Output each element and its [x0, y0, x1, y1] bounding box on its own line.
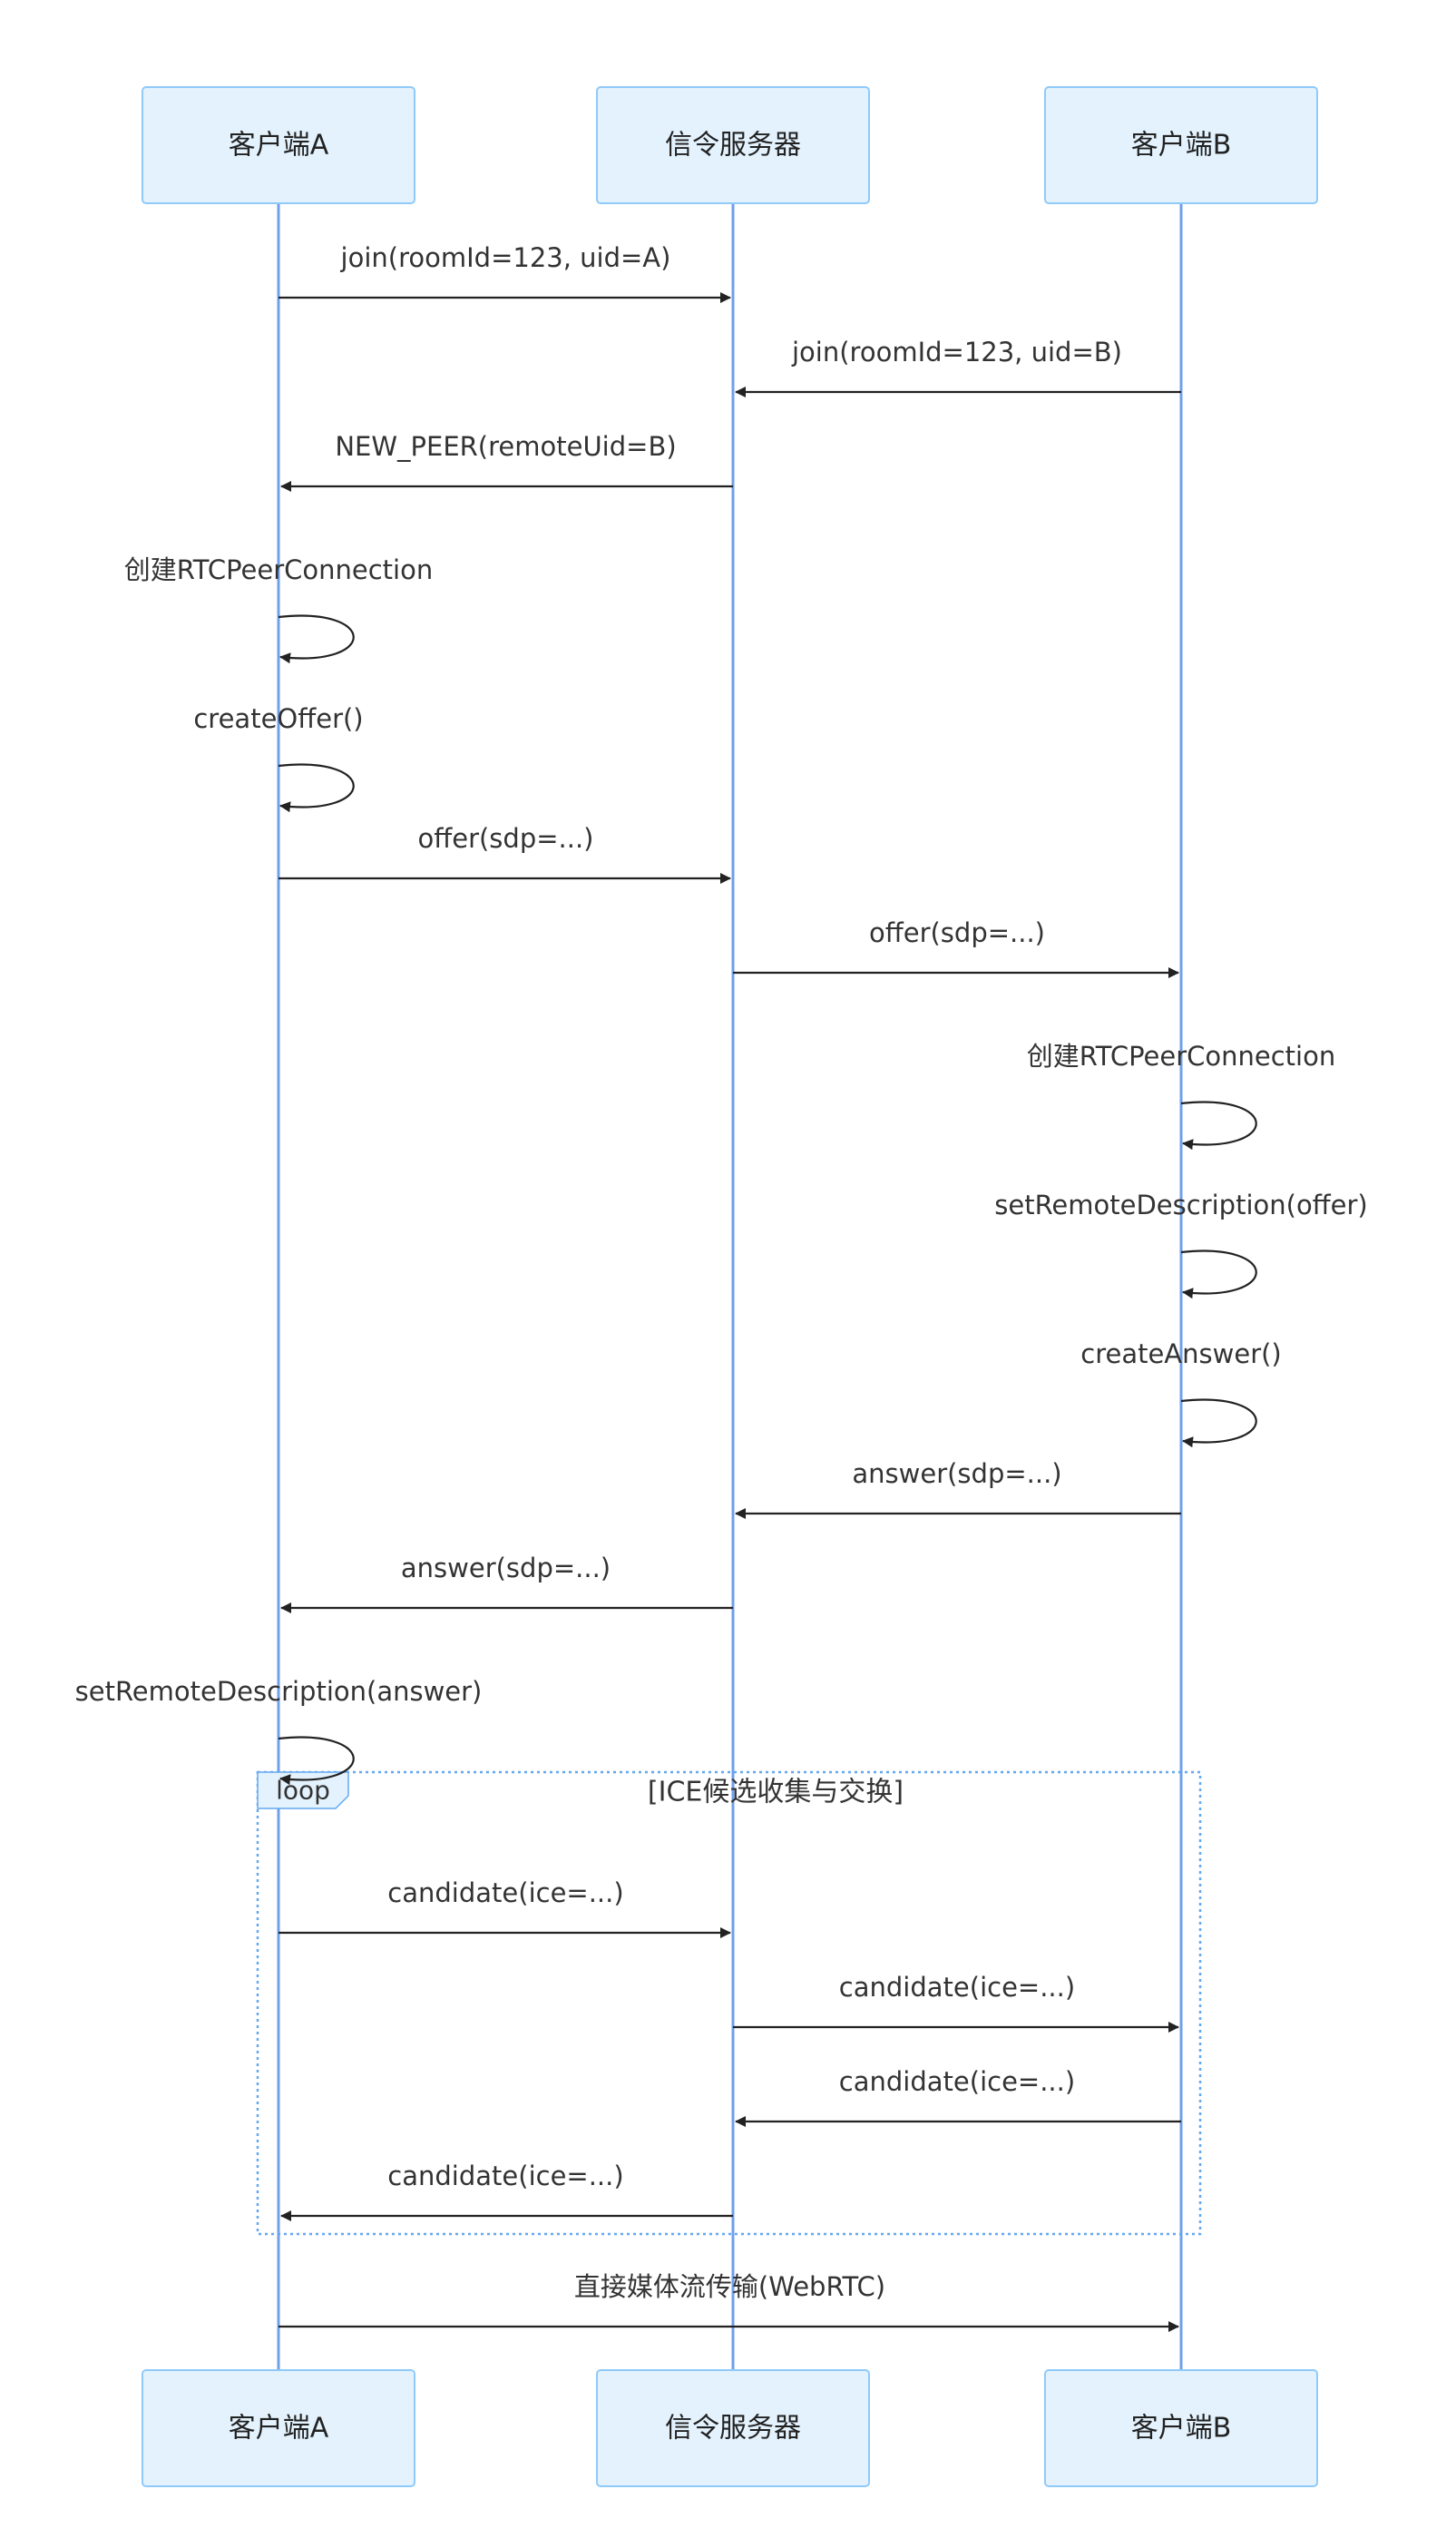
participant-box	[596, 2369, 870, 2487]
participant-box	[142, 86, 415, 204]
message-arrow: offer(sdp=...)	[278, 823, 731, 884]
message-arrow: NEW_PEER(remoteUid=B)	[280, 431, 733, 492]
participant-label: 客户端B	[1131, 2413, 1232, 2445]
participant-label: 客户端A	[229, 130, 329, 162]
message-label: candidate(ice=...)	[387, 2161, 623, 2191]
message-label: answer(sdp=...)	[401, 1553, 611, 1583]
actors-bottom: 客户端A 信令服务器 客户端B	[142, 2369, 1318, 2487]
participant-s-bottom: 信令服务器	[596, 2369, 870, 2487]
actors-top: 客户端A 信令服务器 客户端B	[142, 86, 1318, 204]
self-message-loop	[278, 1736, 355, 1786]
message-label: candidate(ice=...)	[839, 2066, 1075, 2097]
self-message-loop	[1180, 1398, 1257, 1448]
message-arrow: 直接媒体流传输(WebRTC)	[278, 2271, 1179, 2332]
message-arrow: offer(sdp=...)	[733, 917, 1179, 978]
participant-s-top: 信令服务器	[596, 86, 870, 204]
self-message: 创建RTCPeerConnection	[124, 554, 433, 664]
self-message: createOffer()	[193, 703, 364, 813]
participant-box	[1044, 86, 1318, 204]
message-arrow: candidate(ice=...)	[733, 1972, 1179, 2033]
message-label: NEW_PEER(remoteUid=B)	[335, 431, 676, 462]
message-label: setRemoteDescription(offer)	[994, 1190, 1368, 1220]
self-message: createAnswer()	[1080, 1338, 1282, 1448]
participant-a-bottom: 客户端A	[142, 2369, 415, 2487]
lifelines	[277, 203, 1183, 2370]
message-label: 创建RTCPeerConnection	[124, 554, 433, 585]
self-message-loop	[278, 614, 355, 664]
self-message: setRemoteDescription(offer)	[994, 1190, 1368, 1299]
participant-b-top: 客户端B	[1044, 86, 1318, 204]
loop-frame	[256, 1770, 1202, 2236]
message-label: 直接媒体流传输(WebRTC)	[574, 2271, 885, 2302]
loop-condition: [ICE候选收集与交换]	[648, 1777, 904, 1808]
message-arrow: candidate(ice=...)	[278, 1877, 731, 1938]
participant-b-bottom: 客户端B	[1044, 2369, 1318, 2487]
participant-box	[596, 86, 870, 204]
participant-a-top: 客户端A	[142, 86, 415, 204]
participant-label: 客户端B	[1131, 130, 1232, 162]
self-message: setRemoteDescription(answer)	[75, 1676, 483, 1786]
message-arrow: candidate(ice=...)	[735, 2066, 1181, 2127]
message-label: 创建RTCPeerConnection	[1027, 1041, 1335, 1072]
message-arrow: join(roomId=123, uid=A)	[278, 242, 731, 303]
message-label: answer(sdp=...)	[852, 1458, 1061, 1489]
messages: join(roomId=123, uid=A) join(roomId=123, …	[75, 242, 1368, 2332]
message-label: setRemoteDescription(answer)	[75, 1676, 483, 1707]
message-arrow: candidate(ice=...)	[280, 2161, 733, 2221]
participant-label: 客户端A	[229, 2413, 329, 2445]
participant-box	[142, 2369, 415, 2487]
participant-box	[1044, 2369, 1318, 2487]
message-label: createOffer()	[193, 703, 363, 734]
message-label: candidate(ice=...)	[839, 1972, 1075, 2003]
participant-label: 信令服务器	[665, 130, 801, 162]
message-label: candidate(ice=...)	[387, 1877, 623, 1908]
self-message-loop	[1180, 1249, 1257, 1299]
message-label: join(roomId=123, uid=A)	[340, 242, 671, 273]
message-arrow: join(roomId=123, uid=B)	[735, 337, 1181, 397]
self-message: 创建RTCPeerConnection	[1027, 1041, 1335, 1151]
message-label: offer(sdp=...)	[869, 917, 1045, 948]
message-arrow: answer(sdp=...)	[280, 1553, 733, 1613]
message-label: offer(sdp=...)	[418, 823, 594, 854]
message-label: join(roomId=123, uid=B)	[791, 337, 1122, 367]
participant-label: 信令服务器	[665, 2413, 801, 2445]
self-message-loop	[1180, 1101, 1257, 1151]
self-message-loop	[278, 763, 355, 813]
message-arrow: answer(sdp=...)	[735, 1458, 1181, 1519]
message-label: createAnswer()	[1080, 1338, 1282, 1369]
